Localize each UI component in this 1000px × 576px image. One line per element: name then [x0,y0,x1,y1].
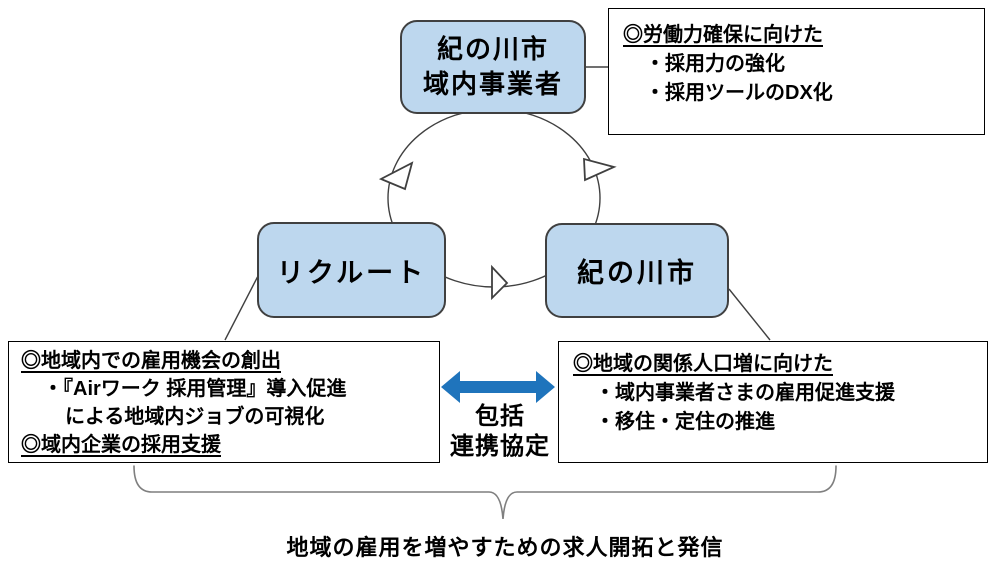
cycle-arrow-bottom-icon [491,264,509,301]
partnership-label-line1: 包括 [475,403,525,430]
cycle-arrow-right-icon [583,157,617,182]
bottom-brace [133,465,837,520]
callout-labor-item: ・採用力の強化 [645,53,785,75]
node-recruit: リクルート [257,222,446,318]
callout-labor-item: ・採用ツールのDX化 [645,82,833,104]
callout-labor-heading: ◎労働力確保に向けた [623,24,823,46]
callout-labor: ◎労働力確保に向けた ・採用力の強化 ・採用ツールのDX化 [608,8,985,135]
partnership-double-arrow-icon [441,371,555,403]
callout-recruit-role: ◎地域内での雇用機会の創出 ・『Airワーク 採用管理』導入促進 による地域内ジ… [8,341,440,463]
callout-city-role-heading: ◎地域の関係人口増に向けた [573,353,833,375]
callout-recruit-role-heading2: ◎域内企業の採用支援 [21,434,221,456]
callout-city-role: ◎地域の関係人口増に向けた ・域内事業者さまの雇用促進支援 ・移住・定住の推進 [558,341,988,463]
callout-recruit-role-heading1: ◎地域内での雇用機会の創出 [21,350,281,372]
node-city: 紀の川市 [545,223,729,318]
callout-recruit-role-item1: ・『Airワーク 採用管理』導入促進 [43,378,347,400]
callout-recruit-role-item2: による地域内ジョブの可視化 [65,406,325,428]
callout-city-role-item: ・域内事業者さまの雇用促進支援 [595,382,895,404]
partnership-label-line2: 連携協定 [450,433,550,460]
node-city-label: 紀の川市 [577,258,697,288]
connector-recruit-to-role [224,275,259,341]
node-top-business-line2: 域内事業者 [422,69,563,99]
diagram-caption: 地域の雇用を増やすための求人開拓と発信 [286,535,724,560]
node-top-business-line1: 紀の川市 [436,34,549,64]
node-recruit-label: リクルート [276,257,427,288]
cycle-arrow-left-icon [378,161,414,191]
connector-city-to-role [728,288,771,341]
node-top-business: 紀の川市 域内事業者 [400,20,586,114]
callout-city-role-item: ・移住・定住の推進 [595,411,775,433]
partnership-label: 包括 連携協定 [427,402,573,462]
